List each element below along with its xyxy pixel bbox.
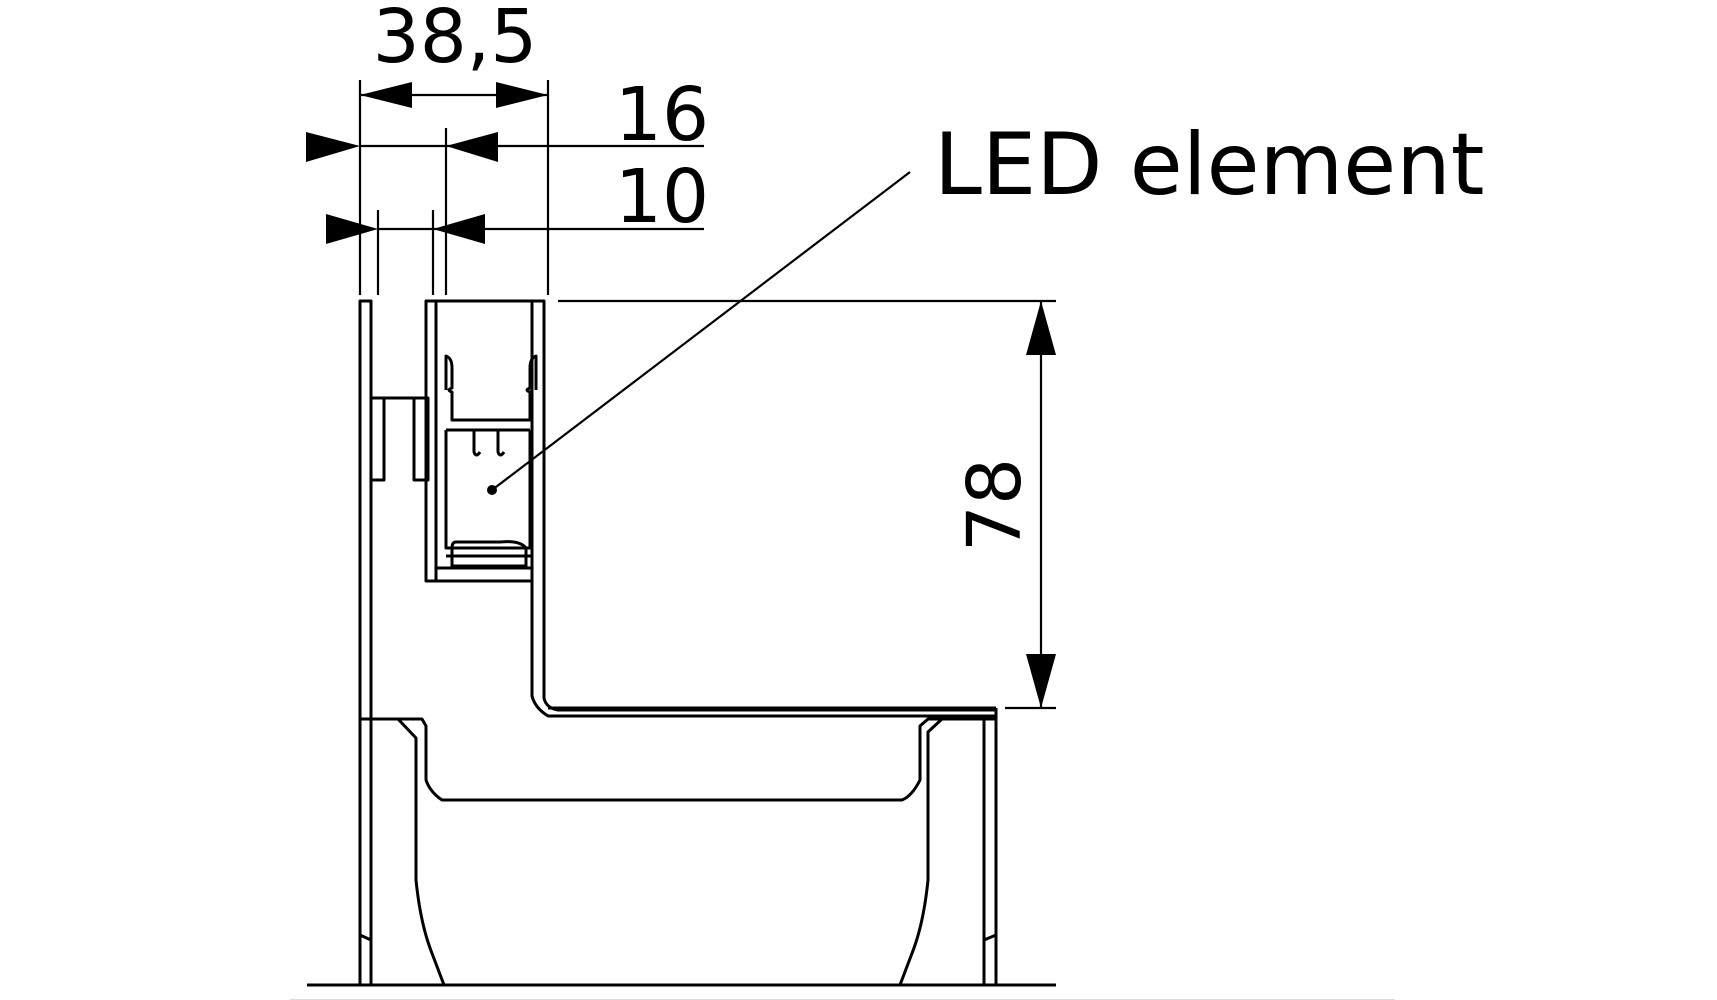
left-wall-plate	[358, 299, 373, 721]
led-housing-inner-wall	[434, 301, 534, 570]
dimension-10: 10	[326, 154, 709, 295]
led-housing-right-inner	[530, 568, 996, 718]
channel-profile	[290, 299, 1395, 1000]
arrow-head	[446, 132, 498, 162]
mounting-bracket	[371, 396, 430, 482]
arrow-head	[1026, 654, 1056, 708]
led-housing-outer	[426, 299, 996, 712]
led-module-profile	[444, 354, 538, 422]
dimension-overall-width: 38,5	[358, 0, 550, 295]
arrow-head	[1026, 301, 1056, 355]
led-element-callout: LED element	[487, 115, 1484, 495]
arrow-head	[496, 82, 548, 108]
arrow-head	[433, 214, 485, 244]
led-element-label: LED element	[934, 115, 1484, 215]
leader-dot	[487, 485, 497, 495]
led-module-body	[444, 430, 532, 550]
dimension-16: 16	[306, 72, 709, 295]
arrow-head	[306, 132, 360, 162]
dimension-label-10: 10	[615, 154, 709, 240]
dimension-label-height: 78	[952, 458, 1038, 552]
dimension-height: 78	[558, 299, 1056, 710]
led-strip	[450, 540, 528, 568]
channel-inner-wall	[396, 717, 944, 986]
arrow-head	[326, 214, 378, 244]
dimension-label-16: 16	[615, 72, 709, 158]
channel-outer-wall	[358, 717, 998, 987]
arrow-head	[360, 82, 412, 108]
leader-line	[491, 171, 911, 491]
dimension-label-overall-width: 38,5	[373, 0, 538, 80]
